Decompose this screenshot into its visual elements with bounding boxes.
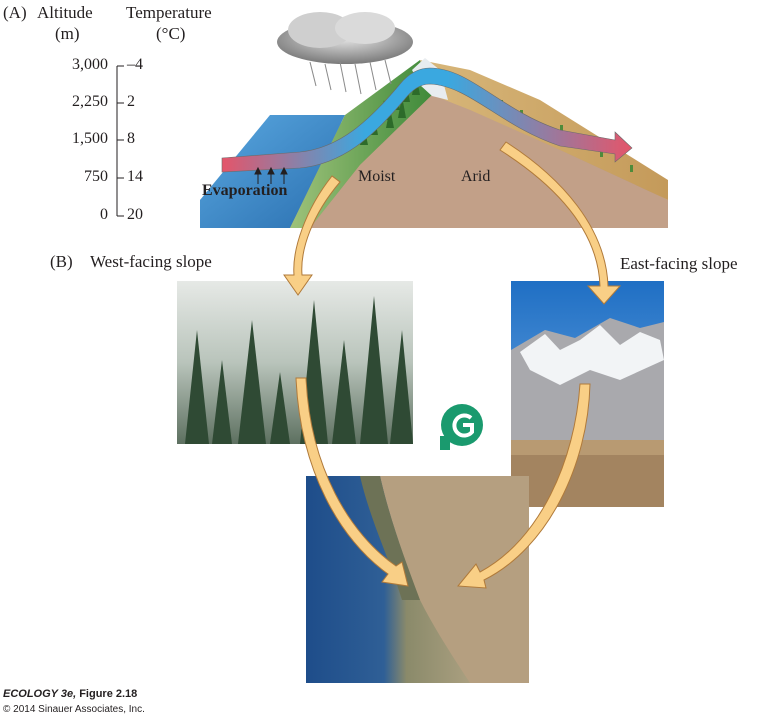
temperature-tick-14: 14 [127,168,143,185]
arid-label: Arid [461,168,491,185]
panel-b-label: (B) [50,252,73,271]
altitude-unit: (m) [55,24,80,43]
west-facing-slope-label: West-facing slope [90,252,212,271]
figure-credit-title: ECOLOGY 3e, Figure 2.18 [3,688,138,700]
east-facing-slope-label: East-facing slope [620,254,738,273]
evaporation-label: Evaporation [202,182,288,199]
air-mass-arrow [221,67,633,173]
altitude-tick-0: 0 [100,206,108,223]
temperature-tick-8: 8 [127,130,135,147]
altitude-tick-750: 750 [84,168,108,185]
flow-arrows [283,141,622,589]
altitude-tick-2250: 2,250 [72,93,108,110]
copyright-line: © 2014 Sinauer Associates, Inc. [3,704,145,715]
altitude-tick-3000: 3,000 [72,56,108,73]
evaporation-arrows [254,166,288,184]
temperature-tick-2: 2 [127,93,135,110]
temperature-tick-20: 20 [127,206,143,223]
west-slope-photo [177,281,413,444]
rain-cloud [277,12,413,95]
altitude-tick-1500: 1,500 [72,130,108,147]
altitude-title: Altitude [37,3,93,22]
temperature-tick-minus4: –4 [127,56,143,73]
temperature-unit: (°C) [156,24,186,43]
scale-axis [116,65,124,217]
grammarly-logo-icon [438,404,486,452]
temperature-title: Temperature [126,3,212,22]
panel-a-label: (A) [3,3,27,22]
moist-label: Moist [358,168,396,185]
